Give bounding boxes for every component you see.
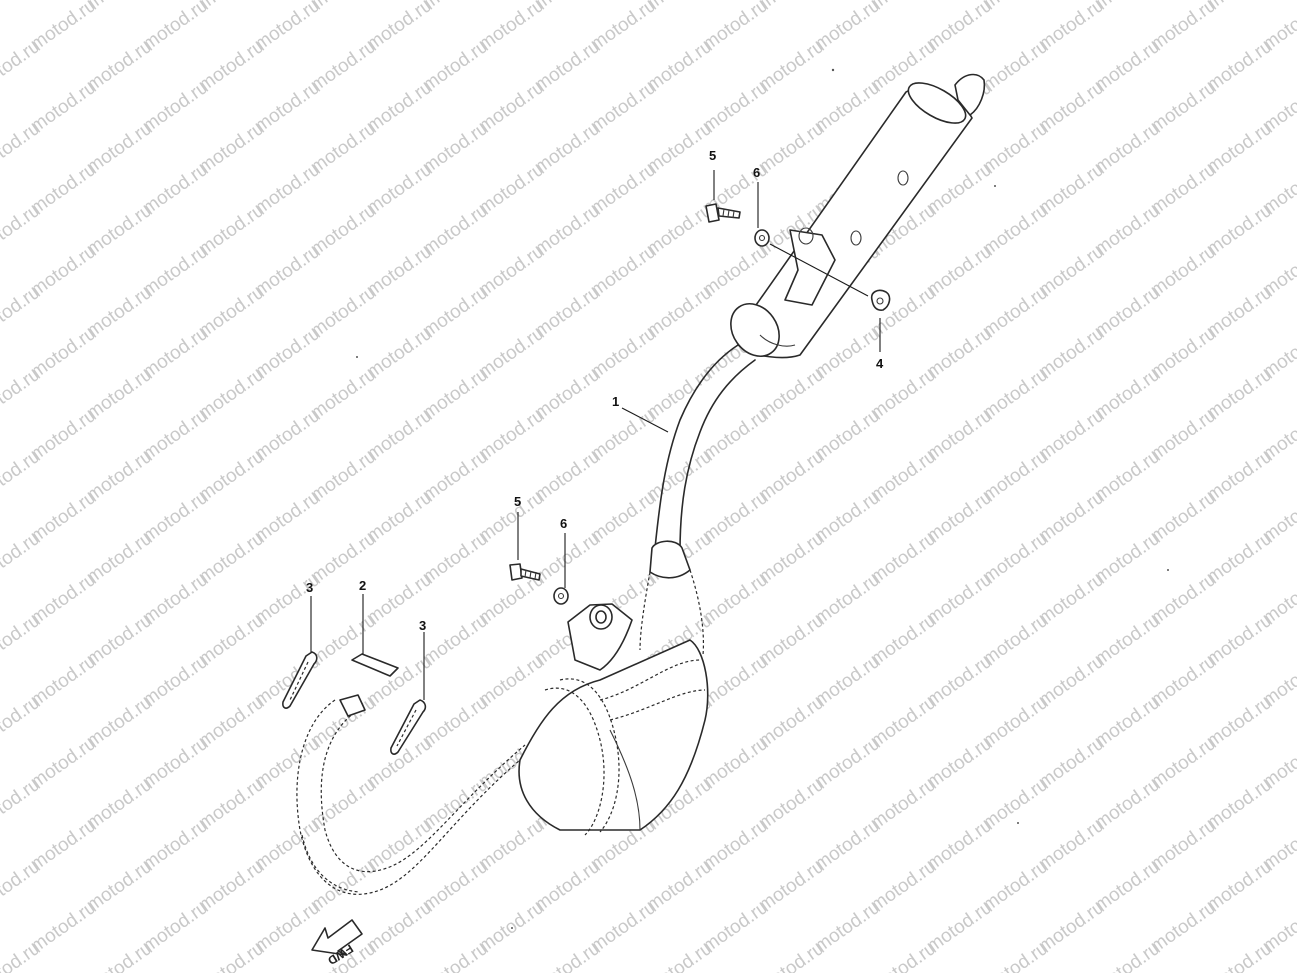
watermark-text: motod.ru [0, 610, 44, 670]
watermark-text: motod.ru [867, 938, 940, 973]
callout-4: 4 [876, 356, 884, 371]
watermark-text: motod.ru [0, 774, 44, 834]
exhaust-flange [339, 694, 366, 717]
spring-part-3-right [390, 699, 427, 755]
callout-1: 1 [612, 394, 619, 409]
watermark-text: motod.ru [0, 528, 44, 588]
watermark-text: motod.ru [195, 938, 268, 973]
spring-part-3-left [282, 651, 318, 709]
watermark-text: motod.ru [419, 938, 492, 973]
callout-5-upper: 5 [709, 148, 716, 163]
watermark-text: motod.ru [0, 282, 44, 342]
watermark-text: motod.ru [0, 856, 44, 916]
scan-specks [356, 68, 1169, 929]
watermark-text: motod.ru [643, 938, 716, 973]
watermark-text: motod.ru [0, 446, 44, 506]
watermark-text: motod.ru [0, 118, 44, 178]
callout-3-right: 3 [419, 618, 426, 633]
gasket-part-2 [351, 653, 399, 677]
watermark-text: motod.ru [531, 938, 604, 973]
watermark-text: motod.ru [1203, 938, 1276, 973]
watermark-text: motod.ru [755, 938, 828, 973]
bolt-part-5-lower [509, 563, 541, 581]
callout-2: 2 [359, 578, 366, 593]
watermark-text: motod.ru [83, 938, 156, 973]
washer-part-6-lower [553, 587, 569, 605]
washer-part-6-upper [754, 229, 770, 247]
watermark-text: motod.ru [0, 36, 44, 96]
callouts: 1 2 3 3 4 5 5 6 6 [306, 148, 884, 633]
callout-3-left: 3 [306, 580, 313, 595]
leader-lines [310, 170, 881, 700]
watermark-text: motod.ru [1091, 938, 1164, 973]
watermark-text: motod.ru [0, 200, 44, 260]
watermark-text: motod.ru [979, 938, 1052, 973]
callout-6-lower: 6 [560, 516, 567, 531]
watermark-text: motod.ru [0, 0, 44, 14]
watermark-text: motod.ru [0, 364, 44, 424]
nut-part-4 [870, 289, 891, 311]
callout-5-lower: 5 [514, 494, 521, 509]
exhaust-assembly [296, 73, 986, 895]
callout-6-upper: 6 [753, 165, 760, 180]
watermark-text: motod.ru [0, 692, 44, 752]
bolt-part-5-upper [705, 203, 741, 223]
